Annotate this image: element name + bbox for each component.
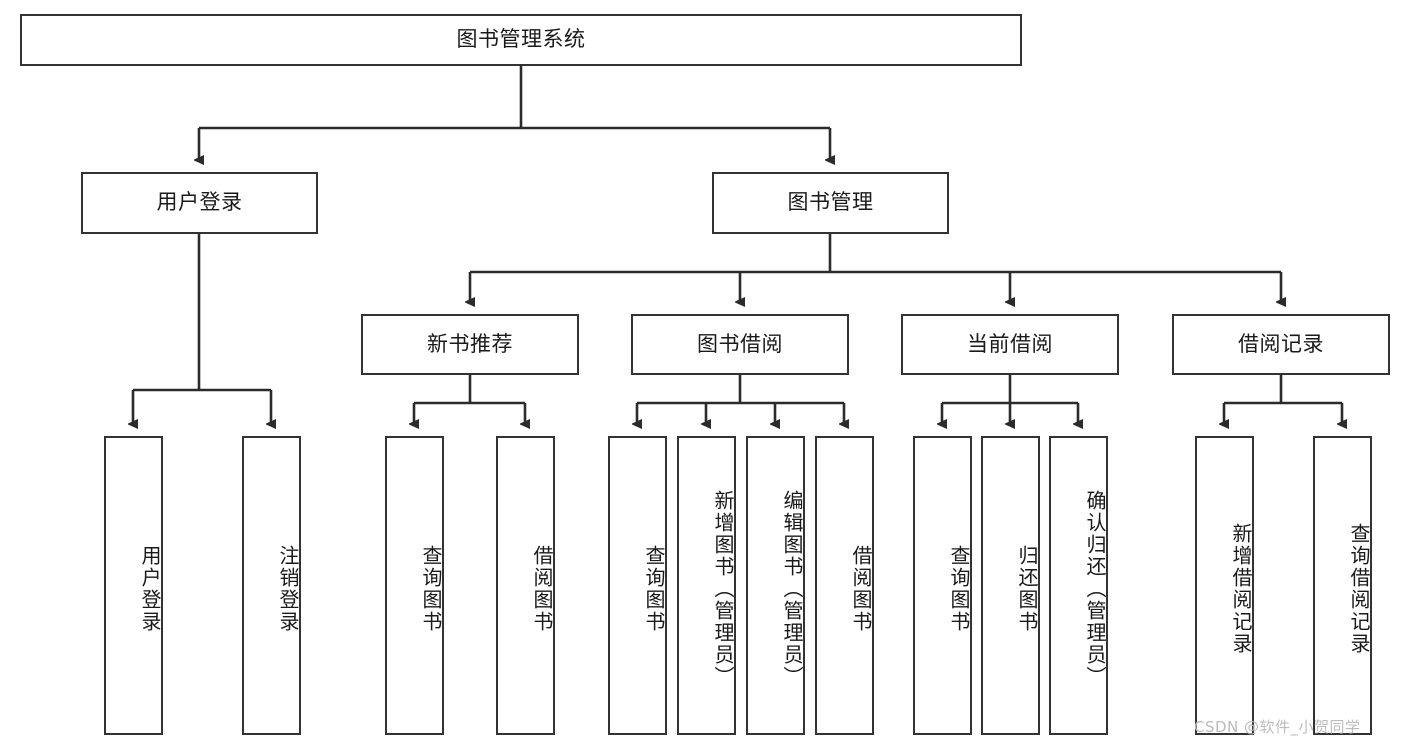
node-label: 编辑图书（管理员） xyxy=(780,489,804,688)
node-label: 新增借阅记录 xyxy=(1229,522,1253,655)
node-label: 图书借阅 xyxy=(697,331,783,356)
csdn-watermark: CSDN @软件_小贺同学 xyxy=(1194,718,1361,736)
node-label: 注销登录 xyxy=(276,544,300,633)
node-label: 借阅记录 xyxy=(1238,331,1324,356)
leaf-borrow-add-book-admin[interactable]: 新增图书（管理员） xyxy=(677,436,736,735)
node-label: 查询图书 xyxy=(947,544,971,633)
leaf-borrow-borrow-book[interactable]: 借阅图书 xyxy=(815,436,874,735)
node-label: 当前借阅 xyxy=(967,331,1053,356)
node-book-management[interactable]: 图书管理 xyxy=(712,172,949,234)
node-label: 借阅图书 xyxy=(530,544,554,633)
node-label: 用户登录 xyxy=(138,544,162,633)
leaf-current-return-book[interactable]: 归还图书 xyxy=(981,436,1040,735)
node-label: 借阅图书 xyxy=(849,544,873,633)
leaf-current-query-book[interactable]: 查询图书 xyxy=(913,436,972,735)
leaf-record-add-record[interactable]: 新增借阅记录 xyxy=(1195,436,1254,735)
node-user-login[interactable]: 用户登录 xyxy=(81,172,318,234)
node-label: 新书推荐 xyxy=(427,331,513,356)
node-label: 查询借阅记录 xyxy=(1347,522,1371,655)
node-root-system[interactable]: 图书管理系统 xyxy=(20,14,1022,66)
leaf-user-login-login[interactable]: 用户登录 xyxy=(104,436,163,735)
node-label: 用户登录 xyxy=(156,190,243,215)
leaf-borrow-query-book[interactable]: 查询图书 xyxy=(608,436,667,735)
leaf-borrow-edit-book-admin[interactable]: 编辑图书（管理员） xyxy=(746,436,805,735)
node-label: 查询图书 xyxy=(419,544,443,633)
node-label: 确认归还（管理员） xyxy=(1083,489,1107,688)
node-book-borrow[interactable]: 图书借阅 xyxy=(631,314,849,375)
node-label: 查询图书 xyxy=(642,544,666,633)
node-new-book-recommend[interactable]: 新书推荐 xyxy=(361,314,579,375)
node-label: 归还图书 xyxy=(1015,544,1039,633)
node-label: 图书管理 xyxy=(787,190,874,215)
leaf-current-confirm-return-admin[interactable]: 确认归还（管理员） xyxy=(1049,436,1108,735)
leaf-user-login-logout[interactable]: 注销登录 xyxy=(242,436,301,735)
leaf-recommend-borrow-book[interactable]: 借阅图书 xyxy=(496,436,555,735)
node-current-borrow[interactable]: 当前借阅 xyxy=(901,314,1119,375)
leaf-record-query-record[interactable]: 查询借阅记录 xyxy=(1313,436,1372,735)
node-borrow-record[interactable]: 借阅记录 xyxy=(1172,314,1390,375)
leaf-recommend-query-book[interactable]: 查询图书 xyxy=(385,436,444,735)
node-label: 新增图书（管理员） xyxy=(711,489,735,688)
node-label: 图书管理系统 xyxy=(456,27,586,52)
